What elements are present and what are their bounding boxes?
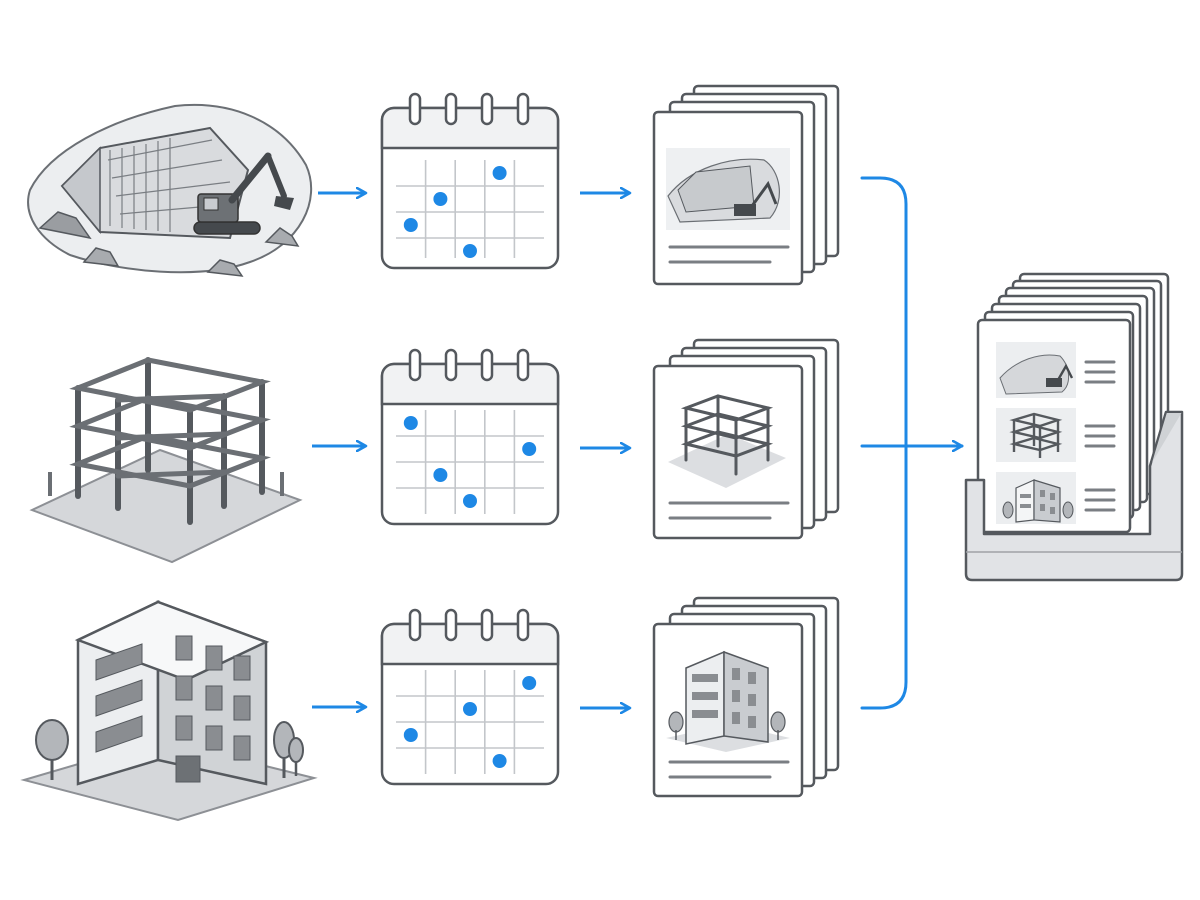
steel-frame-thumbnail-icon [668, 394, 786, 488]
compiled-report-page [996, 342, 1116, 524]
steel-frame-thumbnail-icon [996, 408, 1076, 462]
calendar-event-dot [492, 754, 507, 768]
document-archive-box-icon [964, 272, 1184, 582]
merge-connector [860, 176, 964, 710]
calendar-event-dot [463, 494, 477, 508]
calendar-event-dot [463, 244, 477, 258]
report-stack-icon [652, 84, 840, 286]
calendar-event-dot [463, 702, 477, 716]
calendar-event-dot [433, 192, 448, 206]
office-building-thumbnail-icon [666, 650, 790, 752]
excavation-site-icon [27, 104, 313, 277]
office-building-icon [20, 600, 318, 822]
excavator-icon [193, 152, 294, 235]
tree-icon [35, 719, 69, 780]
steel-frame-icon [29, 357, 303, 564]
excavation-thumbnail-icon [666, 148, 790, 230]
report-stack-icon [652, 596, 840, 798]
office-building-thumbnail-icon [996, 472, 1076, 524]
calendar-event-dot [403, 416, 418, 430]
calendar-event-dot [403, 218, 418, 232]
report-stack-icon [652, 338, 840, 540]
stage-framing [29, 338, 840, 564]
calendar-event-dot [403, 728, 418, 742]
tree-icon [273, 721, 304, 778]
stage-excavation [27, 84, 840, 286]
calendar-event-dot [522, 676, 537, 690]
calendar-icon [380, 92, 560, 270]
calendar-icon [380, 608, 560, 786]
excavation-thumbnail-icon [996, 342, 1076, 398]
calendar-event-dot [522, 442, 537, 456]
calendar-event-dot [433, 468, 448, 482]
stage-completed-building [20, 596, 840, 822]
calendar-event-dot [492, 166, 507, 180]
calendar-icon [380, 348, 560, 526]
